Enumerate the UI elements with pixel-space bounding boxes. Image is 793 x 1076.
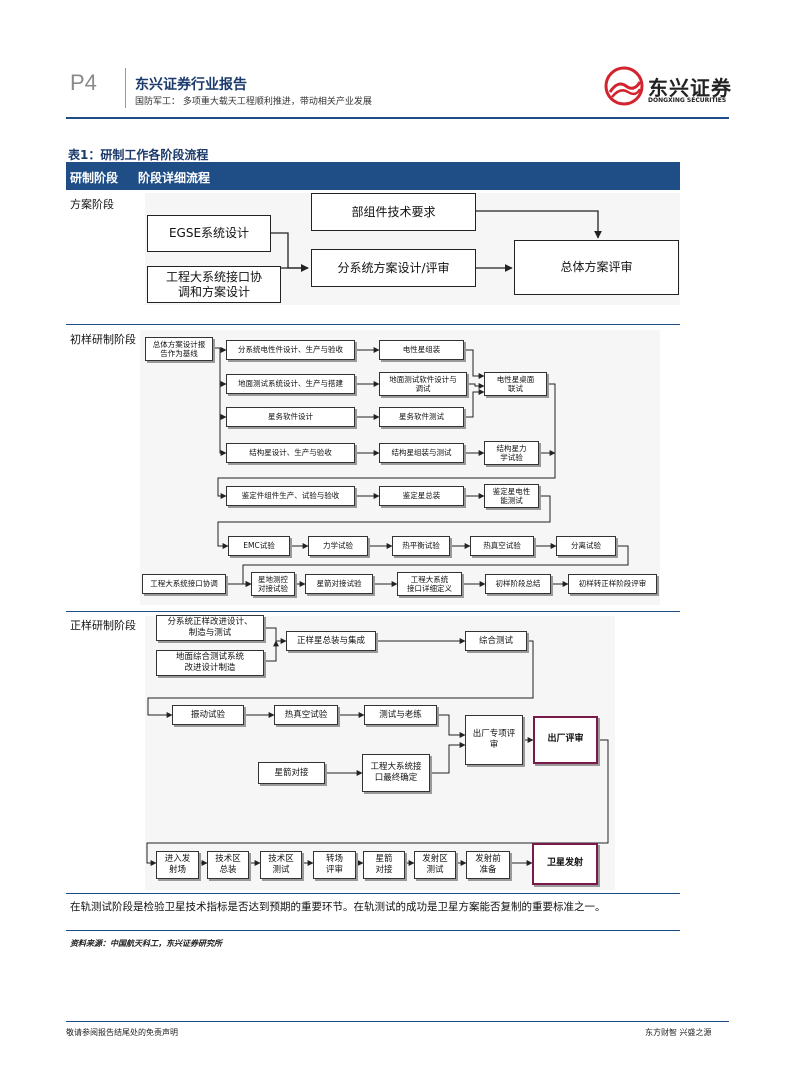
flow-box-test-aging: 测试与老练 [364, 705, 437, 725]
flow-box-struct-assy: 结构星组装与测试 [379, 443, 464, 463]
flow-box-star-sw-test: 星务软件测试 [379, 407, 464, 427]
flow-box-ground-improve: 地面综合测试系统 改进设计制造 [156, 650, 264, 676]
flow-box-qual-parts: 鉴定件组件生产、试验与验收 [226, 486, 355, 506]
flow-box-tech-assy: 技术区 总装 [207, 851, 249, 879]
flow-box-ground-ctrl: 星地测控 对接试验 [251, 572, 295, 596]
logo-en-text: DONGXING SECURITIES [648, 97, 727, 104]
flow-box-summary: 初样阶段总结 [485, 574, 551, 594]
source-note: 资料来源：中国航天科工，东兴证券研究所 [70, 939, 222, 948]
flow-box-rocket2: 星箭对接 [258, 762, 325, 784]
flow-box-thermal-bal: 热平衡试验 [392, 536, 450, 556]
footer-rule [66, 1021, 729, 1022]
row-divider [66, 930, 680, 931]
page-number: P4 [70, 70, 97, 95]
logo-text: 东兴证券 [648, 76, 732, 100]
stage-label-prototype: 初样研制阶段 [70, 333, 136, 346]
flow-box-baseline: 总体方案设计报 告作为基线 [145, 337, 213, 361]
flow-box-ground-sw: 地面测试软件设计与 调试 [379, 372, 467, 396]
flow-box-mech: 力学试验 [308, 536, 368, 556]
flow-box-component: 部组件技术要求 [311, 193, 476, 231]
report-subtitle: 国防军工： 多项重大载天工程顺利推进，带动相关产业发展 [135, 97, 372, 107]
flow-box-rocket3: 星箭 对接 [363, 851, 405, 879]
row-divider [66, 893, 680, 894]
stage-label-scheme: 方案阶段 [70, 198, 114, 211]
flow-box-interface-def: 工程大系统 接口详细定义 [397, 572, 462, 596]
flow-box-sys-interface: 工程大系统接口协调 [142, 574, 226, 594]
flow-box-qual-elec: 鉴定星电性 能测试 [484, 484, 539, 508]
flow-box-special-review: 出厂专项评 审 [465, 715, 523, 765]
flow-box-star-sw: 星务软件设计 [226, 407, 355, 427]
report-title: 东兴证券行业报告 [135, 77, 247, 93]
flow-box-struct: 结构星设计、生产与验收 [226, 443, 355, 463]
footer-disclaimer: 敬请参阅报告结尾处的免责声明 [66, 1028, 178, 1037]
flow-box-rocket: 星箭对接试验 [305, 574, 373, 594]
flow-box-integ-test: 综合测试 [465, 631, 527, 651]
flow-box-elec-joint: 电性星桌面 联试 [484, 372, 547, 396]
flow-box-elec-assy: 电性星组装 [379, 340, 464, 360]
flow-box-thermal-vac: 热真空试验 [470, 536, 534, 556]
flow-box-emc: EMC试验 [228, 536, 290, 556]
flow-box-tech-test: 技术区 测试 [260, 851, 302, 879]
row-divider [66, 324, 680, 325]
flow-box-enter-site: 进入发 射场 [156, 851, 199, 879]
stage-label-flight: 正样研制阶段 [70, 619, 136, 632]
flow-box-separation: 分离试验 [556, 536, 616, 556]
table-header [66, 162, 680, 190]
flow-box-qual-assy: 鉴定星总装 [379, 486, 464, 506]
footer-slogan: 东方财智 兴盛之源 [645, 1028, 712, 1037]
flow-box-vibration: 振动试验 [172, 705, 244, 725]
flow-box-elec-parts: 分系统电性件设计、生产与验收 [226, 340, 355, 360]
col-detail-header: 阶段详细流程 [138, 171, 211, 185]
col-stage-header: 研制阶段 [70, 171, 119, 185]
flow-box-egse: EGSE系统设计 [147, 215, 271, 252]
header-rule [66, 117, 729, 119]
flow-box-flight-assy: 正样星总装与集成 [286, 631, 376, 651]
dongxing-logo-icon [604, 66, 644, 106]
flow-box-final-interface: 工程大系统接 口最终确定 [362, 754, 430, 792]
flow-box-interface: 工程大系统接口协 调和方案设计 [147, 266, 281, 303]
flow-box-ground-test: 地面测试系统设计、生产与搭建 [226, 374, 355, 394]
flow-box-transfer: 转场 评审 [313, 851, 356, 879]
flow-box-struct-mech: 结构星力 学试验 [484, 441, 539, 465]
flow-box-thermal-vac2: 热真空试验 [274, 705, 338, 725]
flow-box-launch-test: 发射区 测试 [414, 851, 456, 879]
flow-box-subsystem: 分系统方案设计/评审 [311, 249, 476, 287]
header-divider [125, 68, 126, 108]
flow-box-launch: 卫星发射 [532, 843, 598, 885]
flow-box-overall-review: 总体方案评审 [514, 240, 679, 295]
flow-box-sub-improve: 分系统正样改进设计、 制造与测试 [156, 615, 264, 641]
flow-box-prelaunch: 发射前 准备 [466, 851, 510, 879]
row-divider [66, 611, 680, 612]
flow-box-factory-review: 出厂评审 [533, 716, 598, 764]
table-title: 表1：研制工作各阶段流程 [68, 148, 209, 162]
flow-box-transition-review: 初样转正样阶段评审 [568, 574, 657, 594]
orbit-stage-text: 在轨测试阶段是检验卫星技术指标是否达到预期的重要环节。在轨测试的成功是卫星方案能… [70, 901, 606, 913]
